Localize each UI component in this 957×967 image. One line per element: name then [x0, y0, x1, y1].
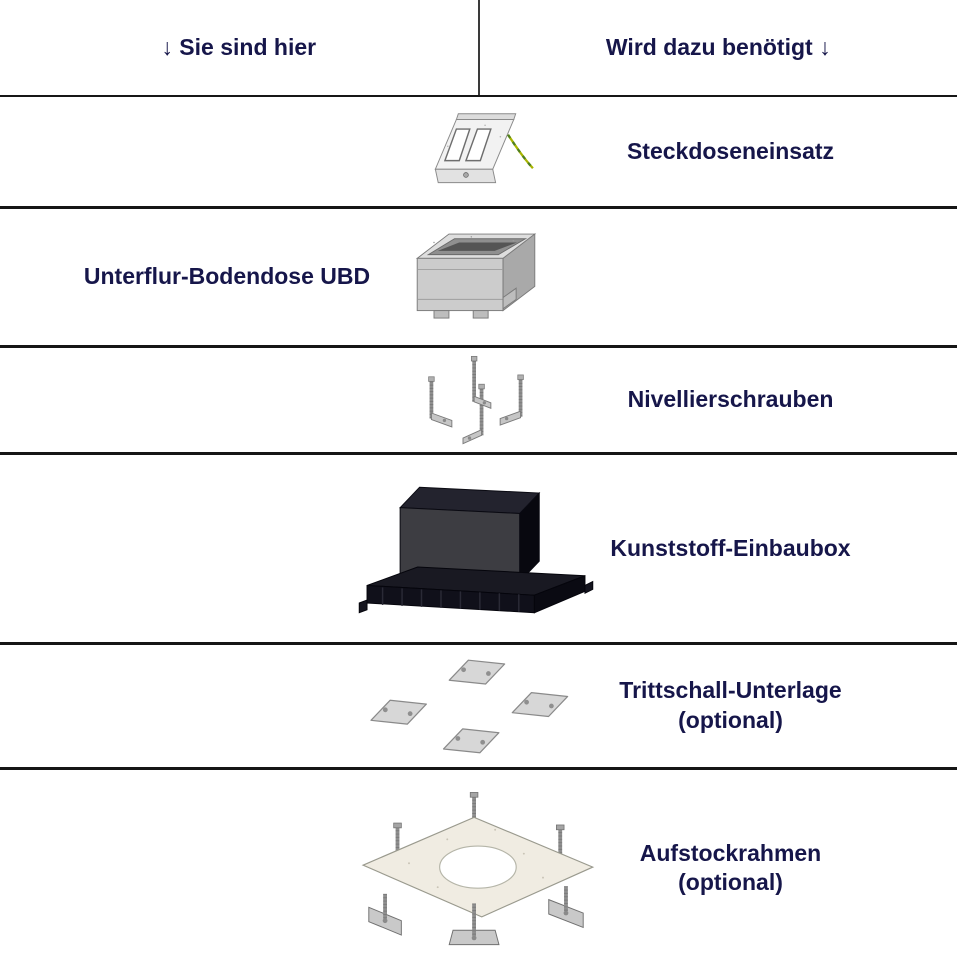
label-line: Aufstockrahmen: [639, 839, 822, 866]
row-aufstockrahmen: Aufstockrahmen (optional): [0, 770, 957, 967]
label-line: Nivellierschrauben: [627, 386, 834, 413]
label-line: Steckdoseneinsatz: [626, 137, 835, 164]
label-line-optional: (optional): [678, 707, 783, 733]
header-row: ↓ Sie sind hier Wird dazu benötigt ↓: [0, 0, 957, 97]
leveling-screws-icon: [427, 355, 524, 445]
raising-frame-icon: [361, 791, 594, 945]
header-right: Wird dazu benötigt ↓: [605, 34, 831, 60]
socket-insert-icon: [434, 112, 534, 183]
label-line: Unterflur-Bodendose UBD: [83, 263, 371, 290]
row-steckdoseneinsatz: Steckdoseneinsatz: [0, 97, 957, 209]
label-line: Trittschall-Unterlage: [619, 677, 842, 704]
label-line: Kunststoff-Einbaubox: [610, 534, 851, 561]
header-left: ↓ Sie sind hier: [161, 34, 317, 60]
sound-insulation-pads-icon: [370, 659, 568, 754]
floor-box-icon: [415, 233, 536, 319]
product-label-trittschall-unterlage: Trittschall-Unterlage (optional): [512, 676, 949, 736]
row-nivellierschrauben: Nivellierschrauben: [0, 348, 957, 455]
trittschall-unterlage-illustration[interactable]: [361, 654, 591, 759]
row-kunststoff-einbaubox: Kunststoff-Einbaubox: [0, 455, 957, 645]
aufstockrahmen-illustration[interactable]: [342, 786, 610, 951]
label-line-optional: (optional): [678, 869, 783, 896]
row-unterflur-bodendose: Unterflur-Bodendose UBD: [0, 209, 957, 348]
product-label-kunststoff-einbaubox: Kunststoff-Einbaubox: [512, 534, 949, 564]
product-label-aufstockrahmen: Aufstockrahmen (optional): [512, 839, 949, 899]
header-divider: [477, 0, 480, 95]
kunststoff-einbaubox-illustration[interactable]: [358, 459, 593, 639]
product-label-nivellierschrauben: Nivellierschrauben: [512, 385, 949, 415]
row-trittschall-unterlage: Trittschall-Unterlage (optional): [0, 645, 957, 770]
product-label-unterflur-bodendose: Unterflur-Bodendose UBD: [12, 262, 442, 292]
product-label-steckdoseneinsatz: Steckdoseneinsatz: [512, 137, 949, 167]
steckdoseneinsatz-illustration[interactable]: [416, 108, 536, 196]
plastic-mounting-box-icon: [358, 486, 593, 613]
unterflur-bodendose-illustration: [406, 221, 546, 333]
nivellierschrauben-illustration[interactable]: [411, 353, 541, 448]
